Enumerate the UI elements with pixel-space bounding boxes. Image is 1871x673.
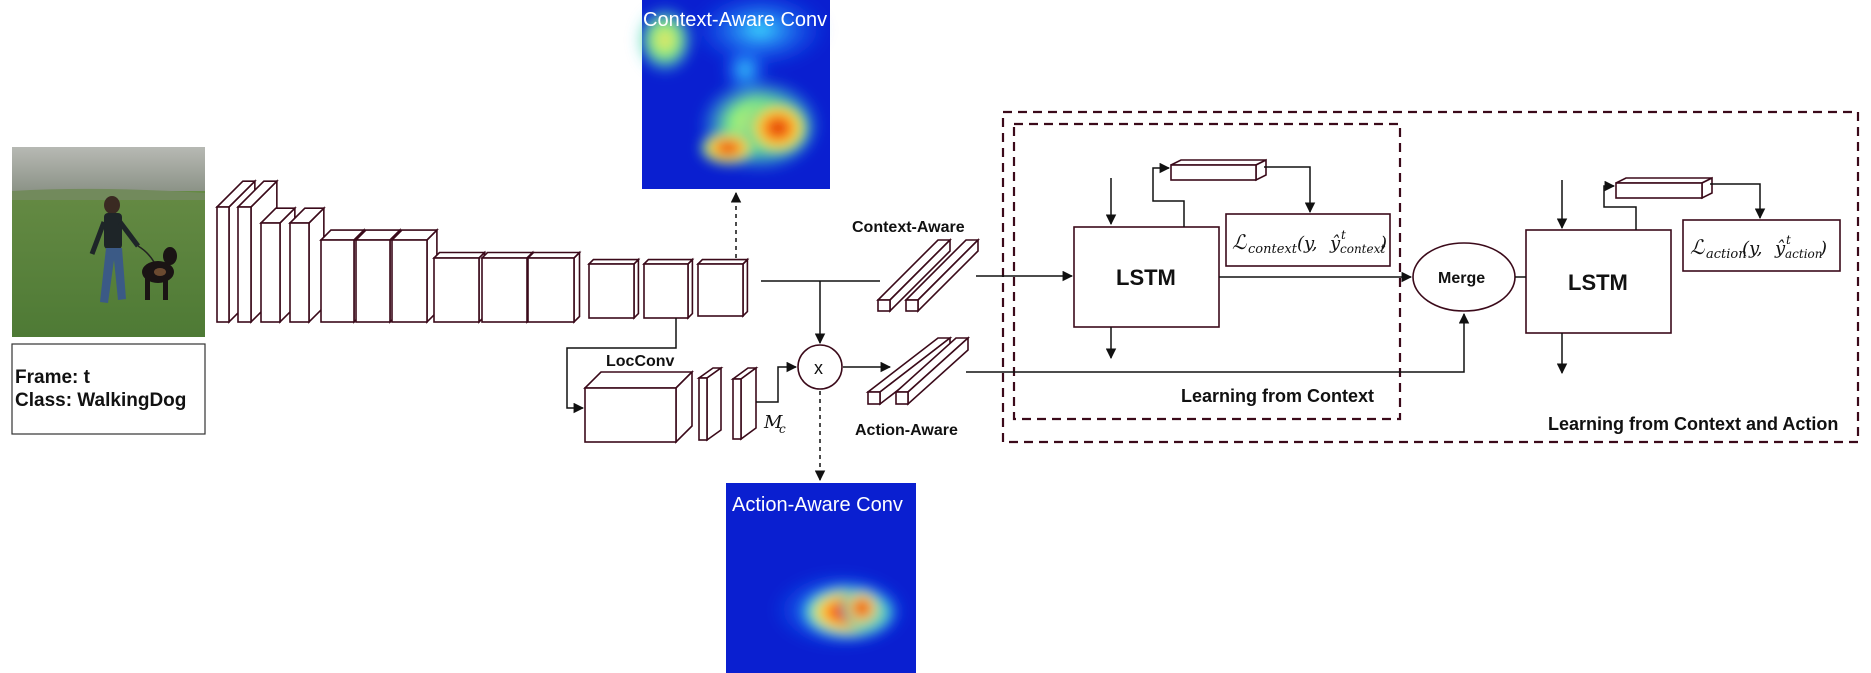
lstm-action-label: LSTM [1568, 270, 1628, 295]
svg-text:(y,: (y, [1297, 233, 1318, 254]
frame-info-card: Frame: t Class: WalkingDog [11, 343, 206, 435]
connectors-right [966, 162, 1766, 375]
class-label: Class: WalkingDog [15, 390, 186, 411]
conv-block-9 [480, 250, 535, 324]
conv-block-10 [526, 250, 582, 324]
context-aware-label: Context-Aware [852, 219, 965, 236]
multiply-symbol: x [814, 358, 823, 378]
merge-label: Merge [1438, 270, 1485, 287]
svg-text:context: context [1340, 242, 1385, 256]
region-context-label: Learning from Context [1181, 386, 1374, 406]
multiply-node: x [797, 344, 843, 390]
loss-context-formula: ℒ context (y, ŷ t context ) [1232, 228, 1387, 257]
mask-mc-label: M c [763, 412, 786, 436]
svg-text:M: M [763, 412, 783, 433]
svg-text:): ) [1379, 233, 1387, 254]
svg-text:t: t [1341, 228, 1346, 242]
conv-block-4 [288, 206, 326, 324]
svg-text:ℒ: ℒ [1232, 230, 1247, 254]
region-context [1012, 122, 1402, 421]
frame-label: Frame: t [15, 367, 91, 388]
conv-block-6 [354, 228, 402, 324]
action-aware-heatmap: Action-Aware Conv [726, 483, 916, 673]
svg-text:t: t [1786, 233, 1791, 247]
context-aware-feature-slab [876, 238, 980, 313]
conv-block-12 [642, 257, 695, 320]
conv-block-11 [587, 257, 641, 320]
input-frame-image [12, 147, 205, 337]
action-aware-label: Action-Aware [855, 422, 958, 439]
context-aware-heatmap: Context-Aware Conv [635, 0, 830, 189]
action-aware-feature-slab [865, 336, 971, 406]
svg-text:context: context [1248, 242, 1298, 257]
svg-text:): ) [1819, 238, 1827, 259]
svg-text:action: action [1785, 247, 1823, 261]
action-aware-conv-title: Action-Aware Conv [732, 494, 903, 516]
svg-text:(y,: (y, [1742, 238, 1763, 259]
context-aware-conv-title: Context-Aware Conv [643, 9, 827, 31]
locconv-label: LocConv [606, 353, 675, 370]
loss-context-box [1225, 213, 1391, 267]
backbone-conv-blocks [215, 179, 750, 324]
svg-text:ℒ: ℒ [1690, 235, 1705, 259]
conv-block-13 [696, 257, 750, 318]
locconv-thin-block-1 [696, 366, 724, 442]
region-context-action-label: Learning from Context and Action [1548, 414, 1838, 434]
conv-block-8 [432, 250, 487, 324]
svg-text:c: c [779, 422, 786, 436]
loss-action-formula: ℒ action (y, ŷ t action ) [1690, 233, 1827, 262]
lstm-context-label: LSTM [1116, 265, 1176, 290]
lstm-context-box [1073, 226, 1220, 328]
connectors-left [566, 191, 892, 482]
action-state-slab [1615, 176, 1713, 200]
svg-text:ŷ: ŷ [1329, 233, 1341, 254]
region-context-and-action [1001, 110, 1860, 444]
svg-text:action: action [1706, 247, 1747, 262]
locconv-thin-block-2 [730, 366, 759, 441]
locconv-block [583, 370, 694, 444]
conv-block-7 [390, 228, 439, 324]
context-state-slab [1170, 158, 1267, 182]
lstm-action-box [1525, 229, 1672, 334]
loss-action-box [1682, 219, 1841, 272]
svg-text:ŷ: ŷ [1774, 238, 1786, 259]
